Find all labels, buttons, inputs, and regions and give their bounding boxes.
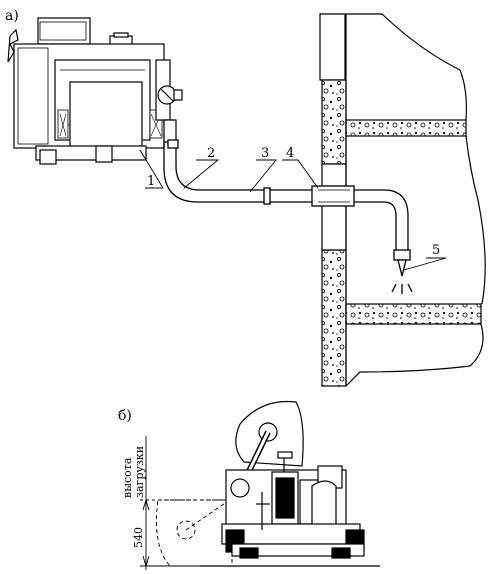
callout-1: 1 <box>147 174 155 189</box>
panel-b-label: б) <box>118 408 132 424</box>
loading-skip-raised <box>235 400 304 496</box>
callout-5: 5 <box>432 243 440 258</box>
panel-a-label: а) <box>5 8 19 24</box>
panel-b: б) высота загрузки 540 <box>118 400 380 570</box>
pipeline <box>163 139 314 205</box>
discharge-valve <box>155 59 183 143</box>
callout-3: 3 <box>261 146 269 161</box>
height-label-line1: высота <box>121 457 134 498</box>
dimension-value: 540 <box>132 527 145 548</box>
machine-body <box>221 451 365 559</box>
callout-2: 2 <box>207 146 215 161</box>
callout-leaders <box>139 149 447 271</box>
height-dimension <box>140 436 240 570</box>
pump-unit <box>7 17 165 165</box>
panel-a: а) <box>5 8 486 387</box>
wall-sleeve <box>311 185 413 294</box>
callout-4: 4 <box>286 146 294 161</box>
height-label-line2: загрузки <box>133 446 146 498</box>
